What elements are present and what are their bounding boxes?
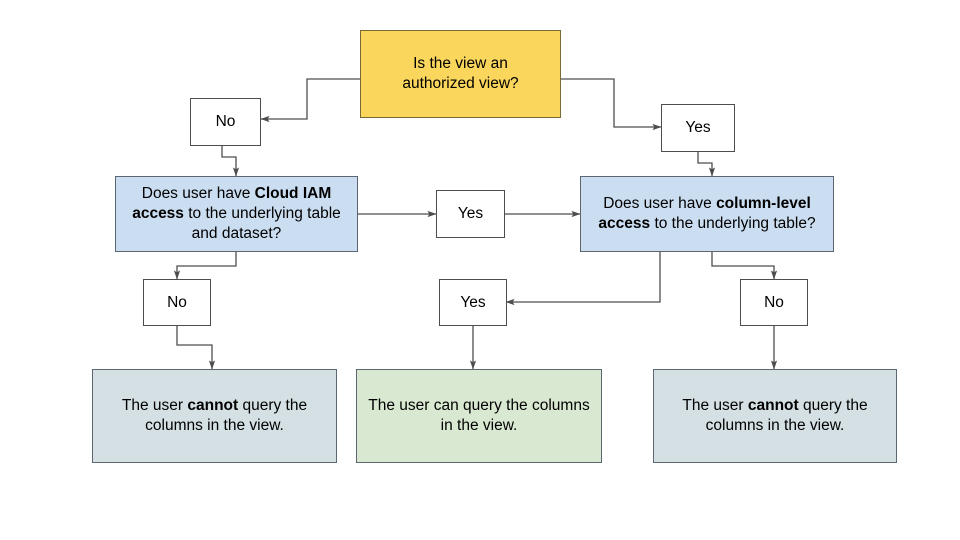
label-iam-no-text: No [167, 293, 187, 311]
result-query-allowed[interactable]: The user can query the columns in the vi… [356, 369, 602, 463]
edge-no-to-result-denied-left [176, 326, 216, 370]
result-iam-access-denied[interactable]: The user cannot query the columns in the… [92, 369, 337, 463]
edge-root-to-no [260, 78, 360, 123]
label-root-no[interactable]: No [190, 98, 261, 146]
edge-no-to-iam [221, 146, 240, 177]
result-query-allowed-label: The user can query the columns in the vi… [368, 397, 590, 434]
label-column-yes-text: Yes [460, 293, 486, 311]
emphasis-cannot-left: cannot [187, 397, 239, 415]
label-root-yes-text: Yes [685, 119, 711, 137]
decision-column-level-access-label: Does user have column-level access to th… [598, 195, 816, 232]
label-column-yes[interactable]: Yes [439, 279, 507, 326]
label-column-no[interactable]: No [740, 279, 808, 326]
decision-column-level-access[interactable]: Does user have column-level access to th… [580, 176, 834, 252]
label-column-no-text: No [764, 293, 784, 311]
edge-iam-to-no [173, 252, 237, 280]
edge-column-to-yes [505, 252, 661, 306]
emphasis-cloud-iam-access: Cloud IAM access [132, 185, 332, 223]
emphasis-column-level-access: column-level access [598, 195, 811, 232]
decision-is-authorized-view-label: Is the view an authorized view? [402, 55, 519, 92]
label-iam-yes-text: Yes [457, 205, 484, 223]
emphasis-cannot-right: cannot [747, 397, 799, 415]
label-root-yes[interactable]: Yes [661, 104, 735, 152]
label-root-no-text: No [215, 113, 236, 131]
edge-yes-to-column [697, 152, 716, 177]
decision-cloud-iam-access-label: Does user have Cloud IAM access to the u… [132, 185, 341, 242]
label-iam-no[interactable]: No [143, 279, 211, 326]
decision-is-authorized-view[interactable]: Is the view an authorized view? [360, 30, 561, 118]
edge-column-to-no [711, 252, 778, 280]
result-column-access-denied[interactable]: The user cannot query the columns in the… [653, 369, 897, 463]
edge-root-to-yes [561, 78, 662, 131]
result-iam-access-denied-label: The user cannot query the columns in the… [121, 397, 308, 434]
decision-cloud-iam-access[interactable]: Does user have Cloud IAM access to the u… [115, 176, 358, 252]
label-iam-yes[interactable]: Yes [436, 190, 505, 238]
result-column-access-denied-label: The user cannot query the columns in the… [682, 397, 868, 434]
